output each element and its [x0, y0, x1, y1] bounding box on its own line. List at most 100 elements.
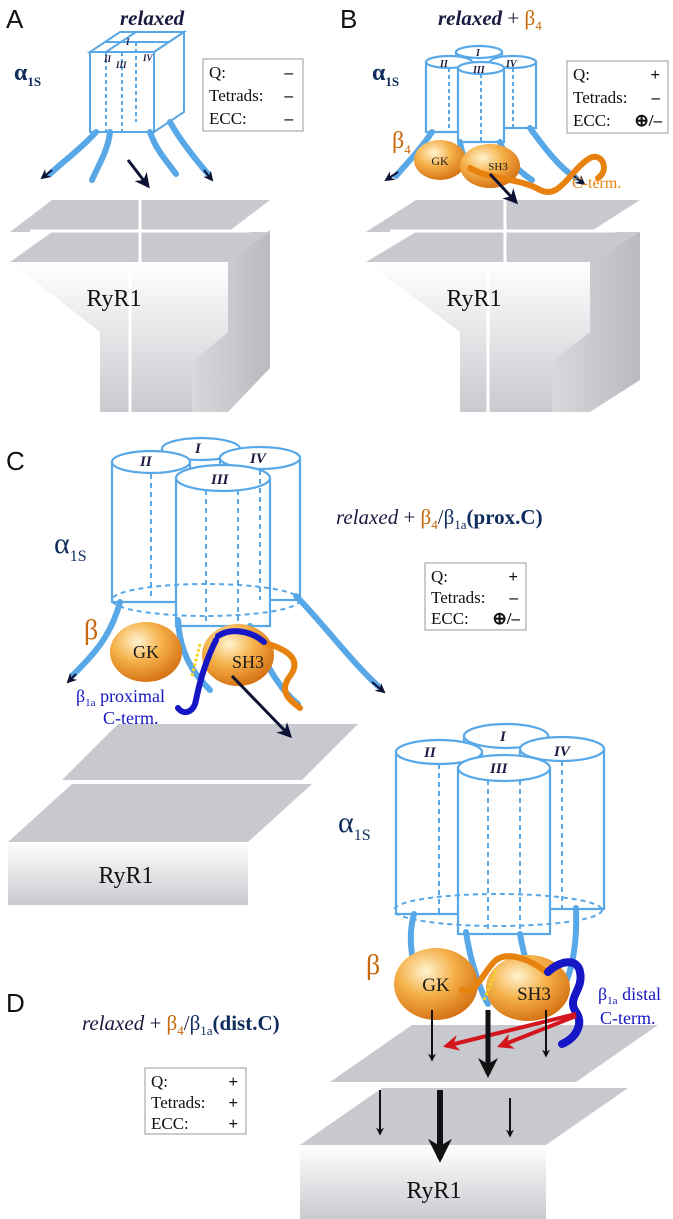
panel-b: B relaxed + β4 RyR1 I II: [340, 4, 669, 412]
ecc-label: ECC:: [431, 609, 469, 628]
ryr1-label: RyR1: [86, 286, 141, 312]
gk-domain: [394, 948, 478, 1020]
roman-iv: IV: [249, 451, 268, 467]
panel-b-condition: relaxed + β4: [438, 6, 542, 33]
arrow: [126, 159, 150, 189]
ecc-value: ⊕/–: [635, 111, 663, 130]
panel-a-status-table: Q: – Tetrads: – ECC: –: [202, 58, 304, 132]
tetrads-value: +: [228, 1093, 238, 1112]
beta-label: β: [84, 615, 98, 646]
tetrads-value: –: [509, 588, 519, 607]
ecc-label: ECC:: [573, 111, 611, 130]
panel-c-letter: C: [6, 446, 25, 476]
q-label: Q:: [431, 567, 448, 586]
sh3-label: SH3: [517, 984, 551, 1005]
gk-label: GK: [431, 154, 449, 168]
beta4-label: β4: [392, 128, 411, 157]
gk-label: GK: [422, 975, 450, 996]
roman-iii: III: [489, 761, 509, 777]
tetrads-label: Tetrads:: [151, 1093, 206, 1112]
roman-iii: III: [115, 60, 127, 70]
ryr1-body: [10, 262, 228, 412]
roman-i: I: [125, 37, 130, 47]
panel-b-alpha1s-channel: I II III IV GK SH3: [384, 44, 607, 205]
prox-cterm-line1: β1a proximal: [76, 686, 165, 709]
panel-d-alpha1s-channel: I II III IV GK SH3: [376, 722, 606, 1163]
gk-label: GK: [133, 642, 159, 662]
panel-b-status-table: Q: + Tetrads: – ECC: ⊕/–: [566, 60, 669, 134]
gk-domain: [414, 140, 466, 180]
q-value: +: [228, 1072, 238, 1091]
roman-iii: III: [472, 65, 486, 76]
roman-ii: II: [103, 54, 112, 64]
panel-b-letter: B: [340, 4, 357, 34]
beta4-c-terminus: [459, 953, 549, 994]
beta1a-distal-c-terminus: [544, 958, 585, 1048]
dist-cterm-line2: C-term.: [600, 1008, 656, 1028]
tetrads-label: Tetrads:: [209, 86, 264, 105]
ecc-value: ⊕/–: [493, 609, 521, 628]
tetrads-label: Tetrads:: [431, 588, 486, 607]
q-label: Q:: [151, 1072, 168, 1091]
panel-d-status-table: Q: + Tetrads: + ECC: +: [144, 1067, 247, 1135]
ryr1-label: RyR1: [446, 286, 501, 312]
ecc-value: +: [228, 1114, 238, 1133]
ryr1-side: [192, 230, 270, 412]
roman-ii: II: [439, 59, 449, 70]
arrow: [203, 169, 214, 182]
roman-ii: II: [139, 454, 153, 470]
q-value: +: [650, 65, 660, 84]
leg: [147, 129, 179, 177]
sh3-label: SH3: [488, 161, 508, 173]
leg: [167, 119, 211, 177]
dist-cterm-line1: β1a distal: [598, 984, 661, 1007]
panel-c-condition: relaxed + β4/β1a(prox.C): [336, 505, 543, 532]
panel-c-status-table: Q: + Tetrads: – ECC: ⊕/–: [424, 562, 527, 631]
alpha-label: α1S: [14, 60, 41, 89]
panel-a-alpha1s-channel: I II III IV: [40, 30, 214, 189]
q-value: –: [284, 63, 294, 82]
beta4-c-terminus: [467, 153, 607, 195]
roman-iv: IV: [505, 59, 518, 70]
panel-d-condition: relaxed + β4/β1a(dist.C): [82, 1011, 280, 1038]
beta1a-proximal-c-terminus: [175, 628, 267, 716]
ryr1-label: RyR1: [98, 863, 153, 889]
ecc-label: ECC:: [209, 109, 247, 128]
tetrads-value: –: [284, 86, 294, 105]
gk-domain: [110, 622, 182, 682]
q-label: Q:: [209, 63, 226, 82]
q-value: +: [508, 567, 518, 586]
tetrads-value: –: [651, 88, 661, 107]
roman-i: I: [499, 729, 507, 745]
panel-a-condition: relaxed: [120, 6, 185, 30]
roman-iv: IV: [142, 53, 154, 63]
leg: [89, 129, 113, 183]
q-label: Q:: [573, 65, 590, 84]
panel-a: A relaxed RyR1 I II III IV: [6, 4, 304, 412]
panel-c-ryr1: RyR1: [8, 724, 358, 905]
roman-i: I: [194, 441, 202, 457]
alpha-label: α1S: [372, 60, 399, 89]
alpha-label: α1S: [338, 806, 371, 844]
panel-a-letter: A: [6, 4, 24, 34]
alpha-label: α1S: [54, 527, 87, 565]
roman-i: I: [475, 48, 481, 59]
panel-a-ryr1: RyR1: [10, 200, 270, 412]
roman-ii: II: [423, 745, 437, 761]
arrow: [40, 169, 53, 180]
prox-cterm-line2: C-term.: [103, 708, 159, 728]
panel-b-ryr1: RyR1: [366, 200, 640, 412]
sh3-label: SH3: [232, 652, 264, 672]
beta-label: β: [366, 950, 380, 981]
tetrads-label: Tetrads:: [573, 88, 628, 107]
roman-iv: IV: [553, 744, 572, 760]
roman-iii: III: [210, 472, 230, 488]
ryr1-label: RyR1: [406, 1178, 461, 1204]
leg: [47, 129, 99, 177]
panel-d: D relaxed + β4/β1a(dist.C) RyR1 I II III: [6, 722, 661, 1219]
beta4-c-terminus: [265, 641, 303, 711]
ecc-value: –: [284, 109, 294, 128]
panel-c: C relaxed + β4/β1a(prox.C) RyR1 I II III: [6, 436, 543, 905]
panel-d-letter: D: [6, 988, 25, 1018]
